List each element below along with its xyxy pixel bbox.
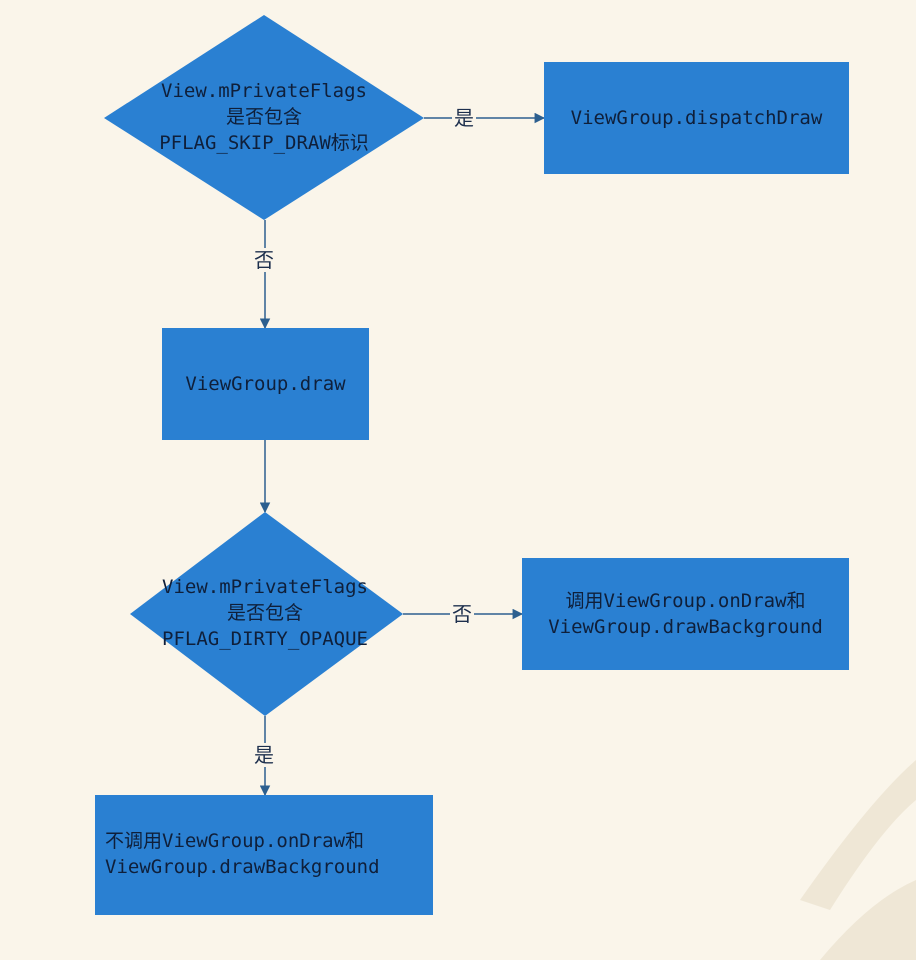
call-ondraw-line-2: ViewGroup.drawBackground: [548, 616, 823, 638]
decision-node-dirty-opaque: [130, 512, 403, 716]
background-swoosh: [800, 760, 916, 910]
edge-label-d2-yes: 是: [252, 743, 276, 767]
decision1-line-2: 是否包含: [225, 106, 302, 128]
process-node-call-ondraw: [522, 558, 849, 670]
decision1-text: View.mPrivateFlags 是否包含 PFLAG_SKIP_DRAW标…: [134, 78, 394, 156]
decision1-line-1: View.mPrivateFlags: [161, 80, 367, 102]
no-call-ondraw-text: 不调用ViewGroup.onDraw和 ViewGroup.drawBackg…: [105, 828, 380, 880]
process-node-dispatch-draw: [544, 62, 849, 174]
dispatch-draw-text: ViewGroup.dispatchDraw: [544, 105, 849, 131]
process-node-draw: [162, 328, 369, 440]
dispatch-draw-label: ViewGroup.dispatchDraw: [570, 107, 823, 129]
decision2-line-2: 是否包含: [226, 602, 303, 624]
edge-label-d1-no: 否: [252, 248, 276, 272]
decision1-line-3: PFLAG_SKIP_DRAW标识: [159, 132, 369, 154]
call-ondraw-text: 调用ViewGroup.onDraw和 ViewGroup.drawBackgr…: [522, 588, 849, 640]
draw-text: ViewGroup.draw: [162, 371, 369, 397]
edge-label-d2-no: 否: [450, 602, 474, 626]
call-ondraw-line-1: 调用ViewGroup.onDraw和: [565, 590, 806, 612]
decision-node-skip-draw: [104, 15, 424, 220]
decision2-line-1: View.mPrivateFlags: [162, 576, 368, 598]
no-call-ondraw-line-1: 不调用ViewGroup.onDraw和: [105, 830, 365, 852]
decision2-text: View.mPrivateFlags 是否包含 PFLAG_DIRTY_OPAQ…: [140, 574, 390, 652]
edge-label-d1-yes: 是: [452, 106, 476, 130]
decision2-line-3: PFLAG_DIRTY_OPAQUE: [162, 628, 368, 650]
background-swoosh: [820, 880, 916, 960]
process-node-no-call-ondraw: [95, 795, 433, 915]
no-call-ondraw-line-2: ViewGroup.drawBackground: [105, 856, 380, 878]
draw-label: ViewGroup.draw: [185, 373, 346, 395]
